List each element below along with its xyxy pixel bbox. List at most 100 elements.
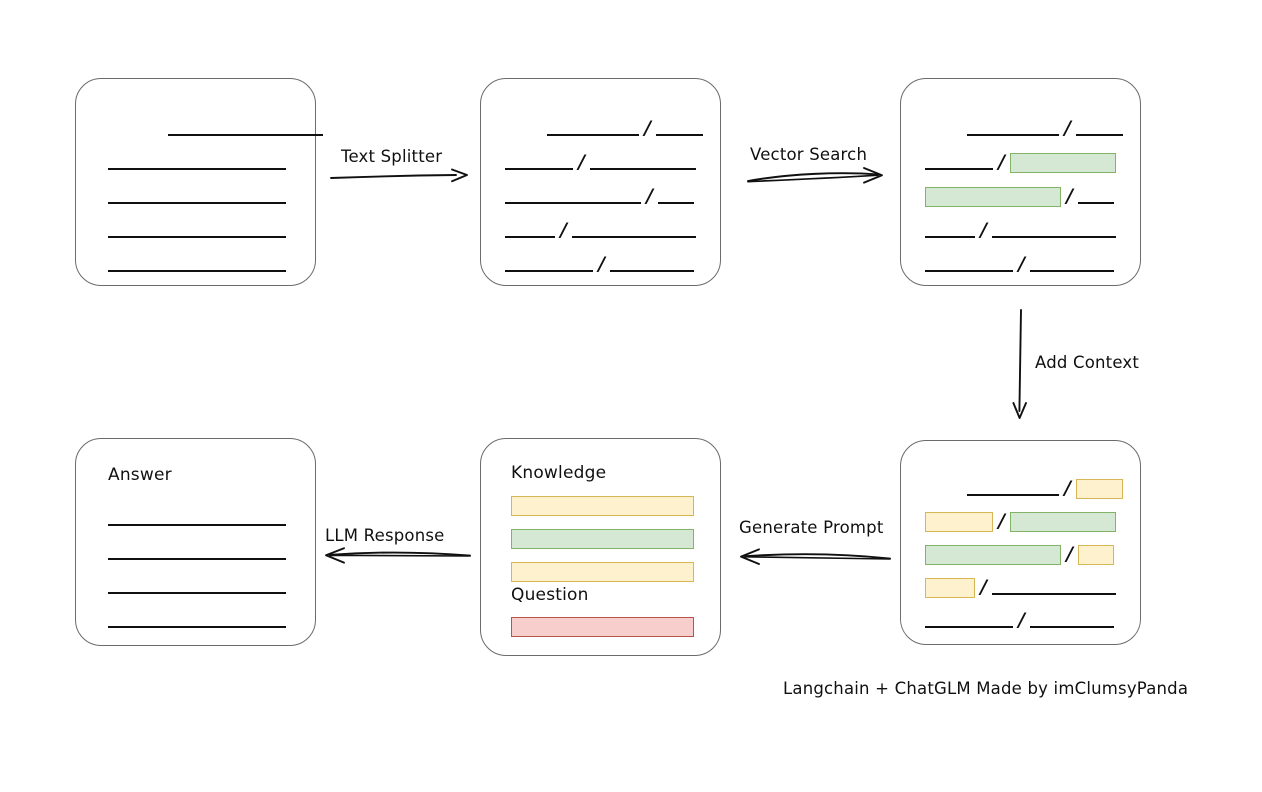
text-row	[108, 611, 286, 631]
arrow-add-context	[1012, 309, 1027, 419]
text-line-segment	[657, 191, 694, 204]
text-line-segment	[108, 259, 286, 272]
text-row: /	[505, 218, 696, 241]
chunk-separator-slash: /	[598, 252, 605, 275]
highlight-chunk-green[interactable]	[1009, 153, 1116, 173]
chunk-separator-slash: /	[980, 575, 987, 598]
text-line-segment	[655, 123, 703, 136]
rows-split-chunks: / / / / /	[481, 79, 720, 285]
text-row: /	[925, 509, 1116, 532]
card-answer[interactable]: Answer	[75, 438, 316, 646]
text-row: /	[925, 575, 1116, 598]
chunk-separator-slash: /	[646, 184, 653, 207]
text-line-segment	[589, 157, 696, 170]
highlight-chunk-yellow[interactable]	[925, 512, 993, 532]
text-row: /	[925, 116, 1123, 139]
text-row	[108, 255, 286, 275]
chunk-separator-slash: /	[998, 509, 1005, 532]
highlight-chunk-green[interactable]	[1009, 512, 1116, 532]
arrow-label-add-context: Add Context	[1035, 353, 1140, 372]
text-row: /	[505, 184, 694, 207]
text-line-segment	[967, 483, 1059, 496]
rows-source-document	[76, 79, 323, 285]
text-row: /	[925, 476, 1123, 499]
chunk-separator-slash: /	[578, 150, 585, 173]
text-line-segment	[108, 547, 286, 560]
text-row: /	[925, 542, 1114, 565]
chunk-separator-slash: /	[1064, 476, 1071, 499]
text-row	[108, 509, 286, 529]
text-row: /	[925, 184, 1114, 207]
text-line-segment	[108, 191, 286, 204]
chunk-separator-slash: /	[980, 218, 987, 241]
arrow-label-text-splitter: Text Splitter	[341, 147, 443, 166]
text-line-segment	[1075, 123, 1123, 136]
rows-context-chunks: /////	[901, 441, 1140, 644]
arrow-text-splitter	[330, 168, 468, 183]
chunk-separator-slash: /	[1064, 116, 1071, 139]
card-prompt[interactable]: Knowledge Question	[480, 438, 721, 656]
highlight-chunk-green[interactable]	[925, 187, 1061, 207]
highlight-chunk-yellow[interactable]	[1077, 545, 1114, 565]
text-line-segment	[505, 225, 555, 238]
knowledge-bar-3[interactable]	[511, 562, 694, 582]
text-line-segment	[547, 123, 639, 136]
card-matched-chunks[interactable]: / / / / /	[900, 78, 1141, 286]
text-line-segment	[991, 225, 1116, 238]
text-line-segment	[609, 259, 694, 272]
highlight-chunk-yellow[interactable]	[1075, 479, 1123, 499]
text-line-segment	[991, 582, 1116, 595]
chunk-separator-slash: /	[998, 150, 1005, 173]
text-line-segment	[505, 259, 593, 272]
text-line-segment	[108, 581, 286, 594]
arrow-vector-search	[747, 167, 883, 184]
chunk-separator-slash: /	[560, 218, 567, 241]
rows-answer	[76, 439, 315, 645]
question-bar-1[interactable]	[511, 617, 694, 637]
chunk-separator-slash: /	[1066, 184, 1073, 207]
question-title: Question	[511, 585, 589, 605]
chunk-separator-slash: /	[1066, 542, 1073, 565]
text-row: /	[925, 150, 1116, 173]
card-source-document[interactable]	[75, 78, 323, 286]
arrow-label-generate-prompt: Generate Prompt	[739, 518, 884, 537]
text-row: /	[505, 116, 703, 139]
text-row: /	[505, 150, 696, 173]
text-row: /	[925, 252, 1114, 275]
text-row: /	[505, 252, 694, 275]
knowledge-bar-1[interactable]	[511, 496, 694, 516]
text-line-segment	[925, 615, 1013, 628]
highlight-chunk-green[interactable]	[925, 545, 1061, 565]
chunk-separator-slash: /	[644, 116, 651, 139]
text-row: /	[925, 218, 1116, 241]
card-context-chunks[interactable]: /////	[900, 440, 1141, 645]
rows-matched-chunks: / / / / /	[901, 79, 1140, 285]
text-line-segment	[1077, 191, 1114, 204]
text-line-segment	[108, 225, 286, 238]
text-line-segment	[1029, 259, 1114, 272]
text-line-segment	[925, 259, 1013, 272]
knowledge-title: Knowledge	[511, 463, 607, 483]
text-row	[108, 543, 286, 563]
answer-title: Answer	[108, 465, 172, 485]
arrow-label-llm-response: LLM Response	[325, 526, 445, 545]
text-row	[108, 577, 286, 597]
text-row	[108, 187, 286, 207]
text-line-segment	[925, 157, 993, 170]
text-line-segment	[505, 157, 573, 170]
card-split-chunks[interactable]: / / / / /	[480, 78, 721, 286]
text-line-segment	[571, 225, 696, 238]
arrow-generate-prompt	[740, 548, 891, 565]
arrow-label-vector-search: Vector Search	[750, 145, 868, 164]
text-row	[108, 221, 286, 241]
text-line-segment	[505, 191, 641, 204]
text-line-segment	[108, 615, 286, 628]
chunk-separator-slash: /	[1018, 252, 1025, 275]
knowledge-bar-2[interactable]	[511, 529, 694, 549]
text-line-segment	[925, 225, 975, 238]
text-line-segment	[108, 513, 286, 526]
text-line-segment	[108, 157, 286, 170]
text-line-segment	[168, 123, 323, 136]
highlight-chunk-yellow[interactable]	[925, 578, 975, 598]
